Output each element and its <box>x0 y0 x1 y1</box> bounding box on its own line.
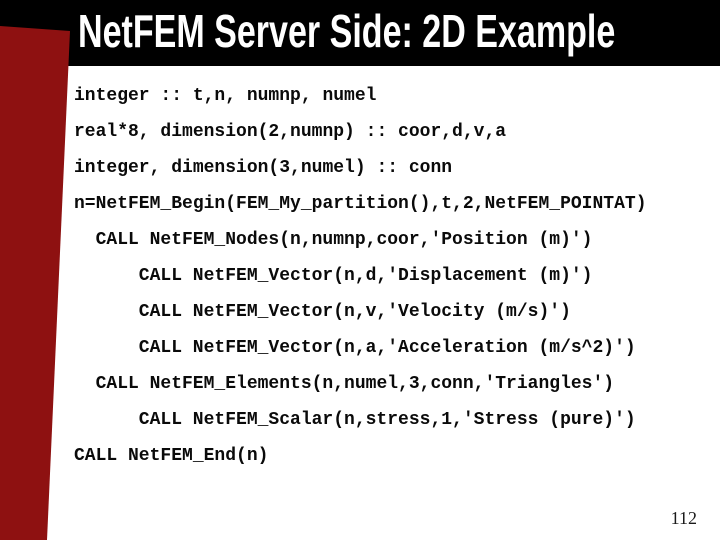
code-line: CALL NetFEM_Vector(n,d,'Displacement (m)… <box>138 266 593 286</box>
red-accent-bar <box>0 26 70 540</box>
code-line: real*8, dimension(2,numnp) :: coor,d,v,a <box>74 122 507 142</box>
code-line: CALL NetFEM_Vector(n,v,'Velocity (m/s)') <box>138 302 571 322</box>
code-line: n=NetFEM_Begin(FEM_My_partition(),t,2,Ne… <box>74 194 647 214</box>
slide-title: NetFEM Server Side: 2D Example <box>78 5 616 57</box>
title-band: NetFEM Server Side: 2D Example <box>0 0 720 66</box>
code-line: CALL NetFEM_Nodes(n,numnp,coor,'Position… <box>95 230 593 250</box>
code-line: CALL NetFEM_Scalar(n,stress,1,'Stress (p… <box>138 410 636 430</box>
code-line: CALL NetFEM_End(n) <box>74 446 269 466</box>
code-line: CALL NetFEM_Elements(n,numel,3,conn,'Tri… <box>95 374 615 394</box>
code-line: integer :: t,n, numnp, numel <box>74 86 377 106</box>
code-line: CALL NetFEM_Vector(n,a,'Acceleration (m/… <box>138 338 636 358</box>
code-line: integer, dimension(3,numel) :: conn <box>74 158 453 178</box>
page-number: 112 <box>670 508 697 528</box>
